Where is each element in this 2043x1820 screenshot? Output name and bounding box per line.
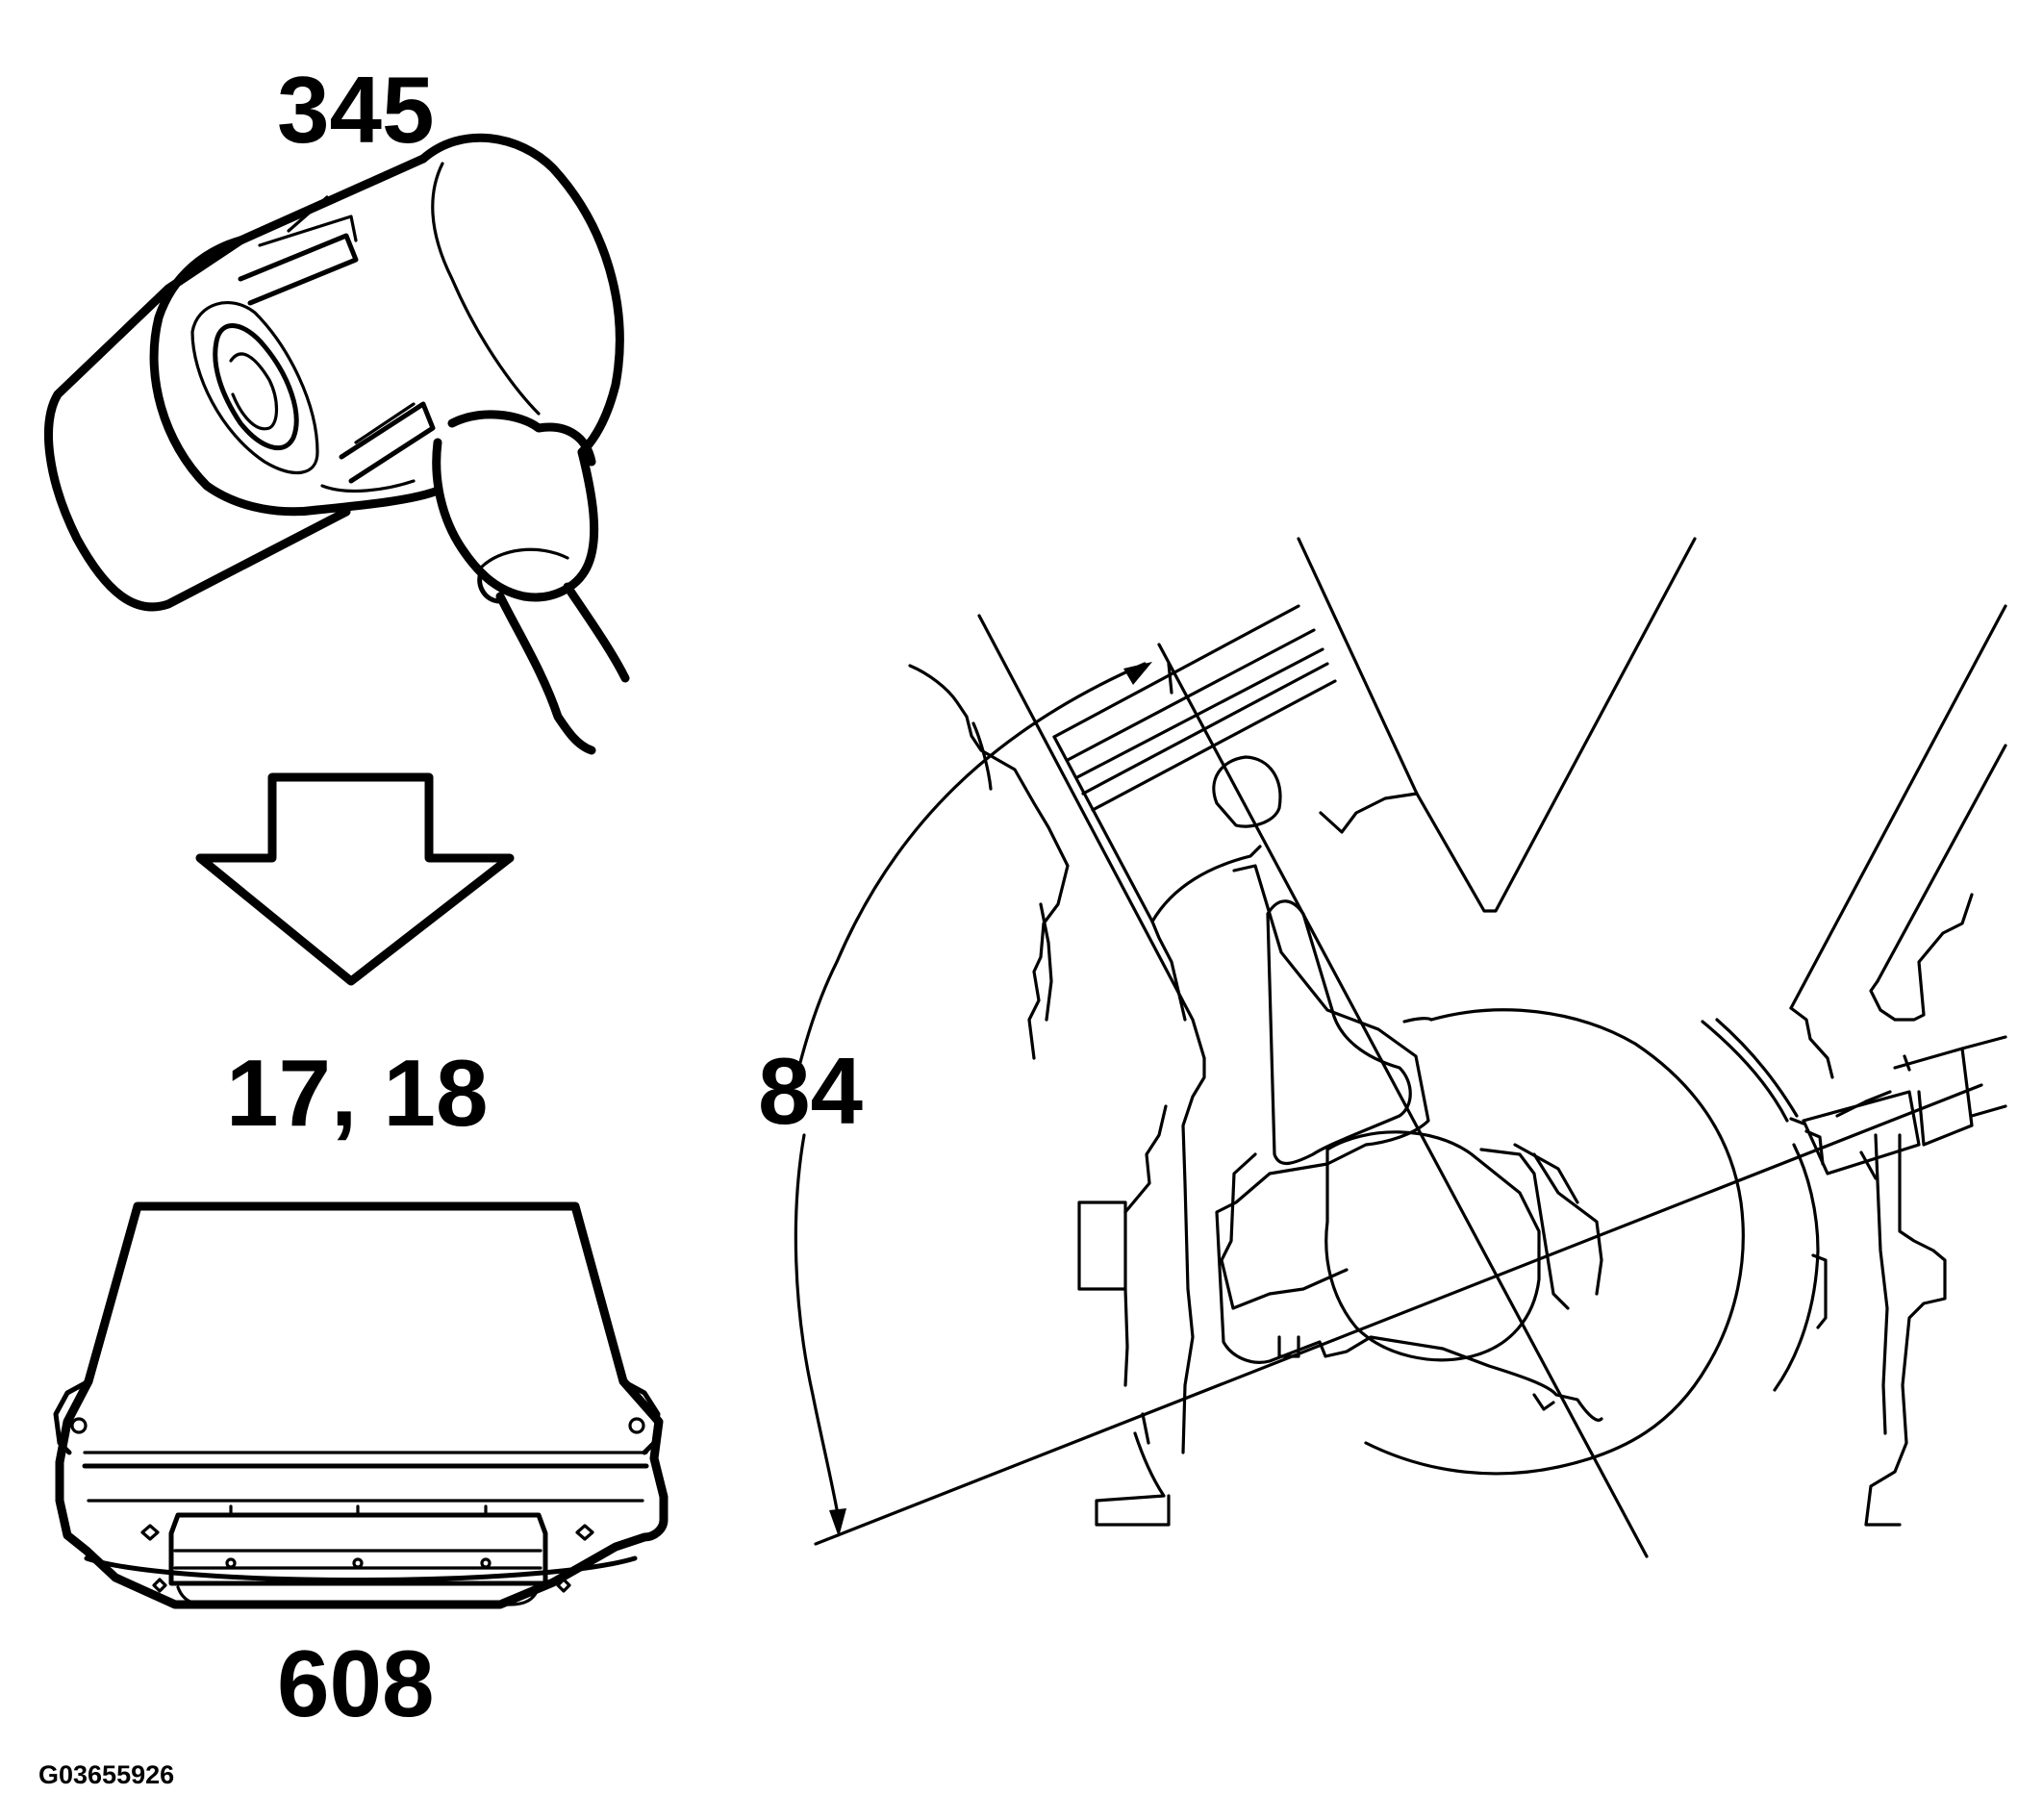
angle-arc bbox=[794, 662, 1152, 1537]
down-arrow-icon bbox=[195, 772, 515, 986]
figure-id: G03655926 bbox=[38, 1760, 174, 1789]
module-part-number: 608 bbox=[277, 1630, 435, 1736]
step-number-label: 17, 18 bbox=[226, 1040, 488, 1146]
angle-reference-lines bbox=[814, 643, 1983, 1558]
engine-cross-section bbox=[908, 537, 2007, 1527]
angle-value-label: 84 bbox=[758, 1038, 863, 1144]
knock-sensor-icon bbox=[44, 133, 630, 755]
sensor-part-number: 345 bbox=[277, 57, 435, 163]
control-module-icon bbox=[53, 1201, 668, 1609]
